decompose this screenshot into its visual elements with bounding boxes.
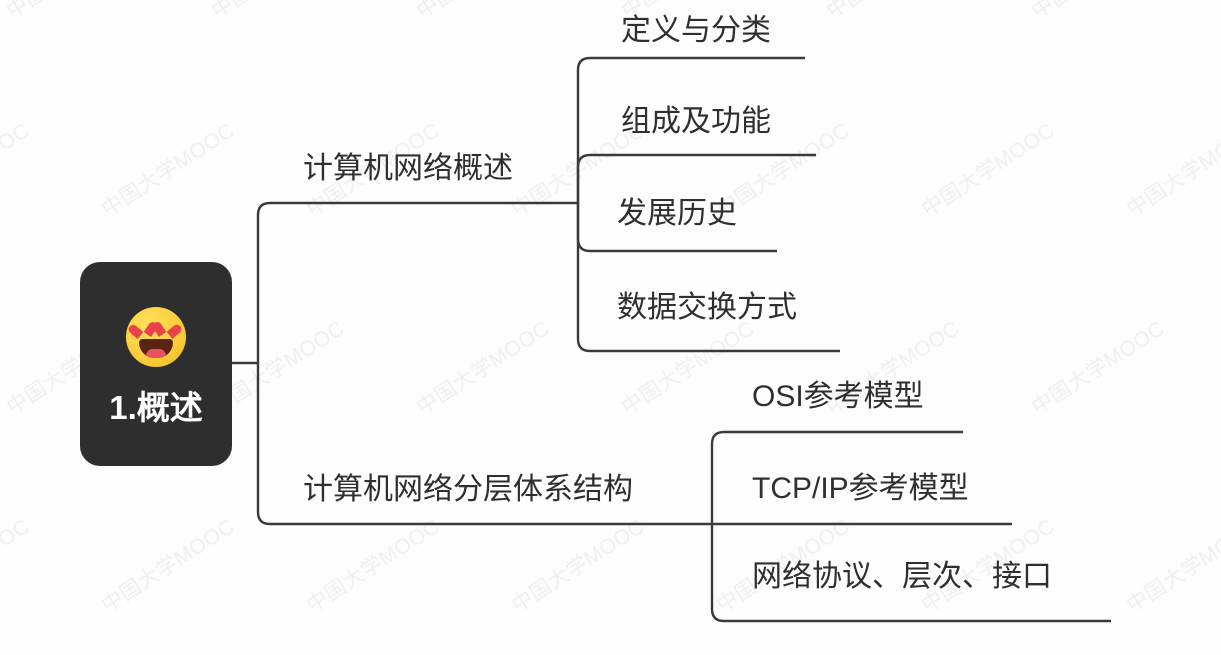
watermark-text: 中国大学MOOC [97,514,239,618]
root-node[interactable]: 1.概述 [80,262,232,466]
watermark-text: 中国大学MOOC [302,514,444,618]
watermark-text: 中国大学MOOC [1122,514,1221,618]
watermark-text: 中国大学MOOC [820,0,965,25]
watermark-text: 中国大学MOOC [617,316,759,420]
watermark-text: 中国大学MOOC [507,514,649,618]
emoji-heart-eye-left [134,319,153,336]
watermark-text: 中国大学MOOC [205,0,350,25]
watermark-text: 中国大学MOOC [97,118,239,222]
connector-root-to-branch-1 [256,201,578,363]
watermark-text: 中国大学MOOC [410,0,555,25]
leaf-label-1-4[interactable]: 数据交换方式 [617,291,797,324]
leaf-label-1-3[interactable]: 发展历史 [617,197,737,230]
watermark-text: 中国大学MOOC [412,316,554,420]
leaf-label-1-1[interactable]: 定义与分类 [621,14,771,47]
branch-label-1[interactable]: 计算机网络概述 [303,152,513,185]
branch-label-2[interactable]: 计算机网络分层体系结构 [303,473,633,506]
emoji-mouth [139,338,173,358]
emoji-heart-eye-right [158,319,177,336]
watermark-text: 中国大学MOOC [1027,316,1169,420]
leaf-label-2-3[interactable]: 网络协议、层次、接口 [752,560,1052,593]
watermark-text: 中国大学MOOC [1122,118,1221,222]
watermark-text: 中国大学MOOC [0,118,34,222]
emoji-tongue [146,348,166,358]
root-node-label: 1.概述 [109,388,203,426]
watermark-text: 中国大学MOOC [1025,0,1170,25]
connector-branch-1-leaf-2 [576,153,816,203]
smiling-face-with-heart-eyes-icon [126,306,186,367]
watermark-text: 中国大学MOOC [0,514,34,618]
watermark-text: 中国大学MOOC [917,118,1059,222]
leaf-label-1-2[interactable]: 组成及功能 [621,105,771,138]
watermark-text: 中国大学MOOC [0,0,145,25]
leaf-label-2-2[interactable]: TCP/IP参考模型 [752,472,969,505]
leaf-label-2-1[interactable]: OSI参考模型 [752,380,924,413]
